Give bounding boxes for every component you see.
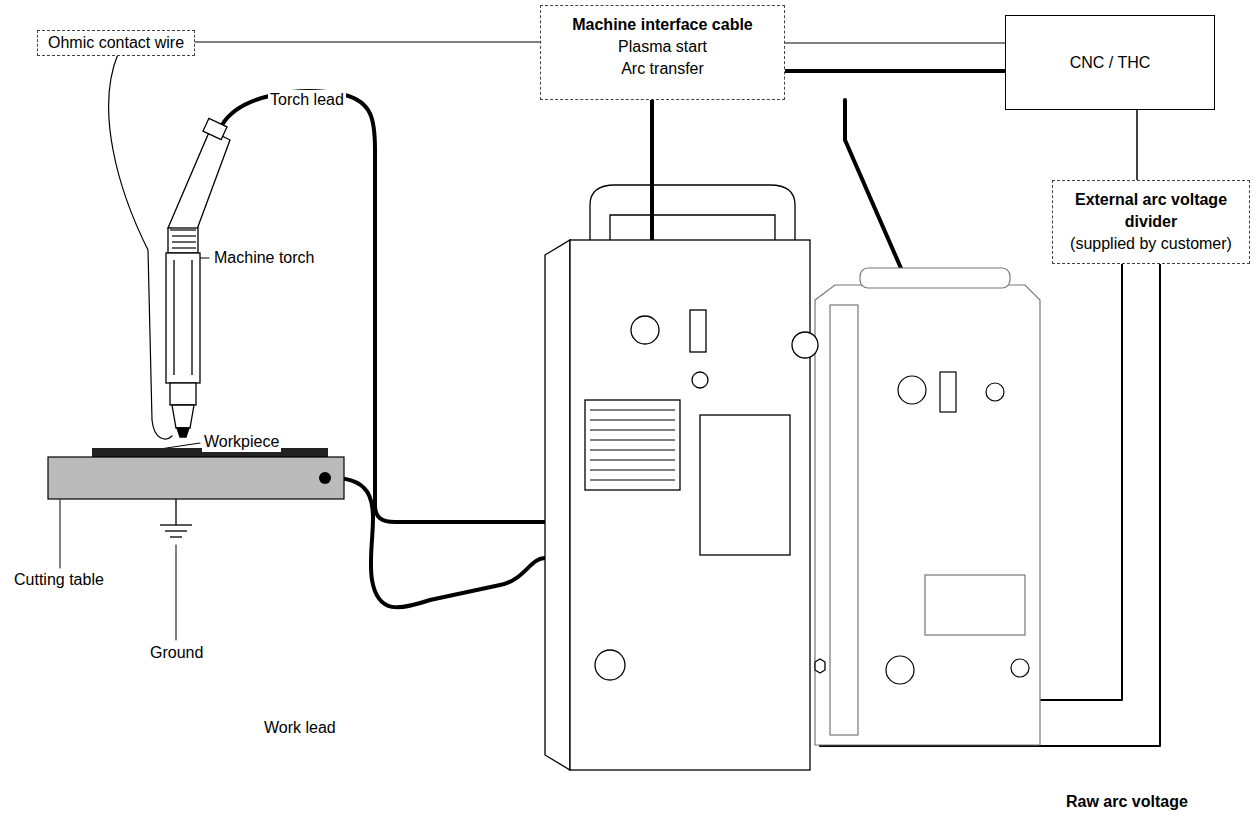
cable-connector [195, 42, 540, 43]
interface-cable-box: Machine interface cablePlasma startArc t… [540, 5, 785, 100]
box-text: (supplied by customer) [1061, 233, 1241, 255]
signal-label: Raw arc voltage [1064, 792, 1190, 812]
cable-label: Work lead [262, 718, 338, 738]
ohmic-wire-label-box: Ohmic contact wire [37, 30, 195, 56]
box-text: Arc transfer [549, 58, 776, 80]
part-label: Cutting table [12, 570, 106, 590]
part-label: Machine torch [212, 248, 317, 268]
box-title: Ohmic contact wire [48, 32, 184, 54]
controller-box: CNC / THC [1005, 15, 1215, 110]
part-label: Ground [148, 643, 205, 663]
box-title: CNC / THC [1070, 52, 1151, 74]
cable-connector [1137, 110, 1138, 180]
part-label: Workpiece [202, 432, 281, 452]
box-title: Machine interface cable [549, 14, 776, 36]
box-title: External arc voltage divider [1061, 189, 1241, 233]
cable-connector [785, 71, 1005, 72]
box-text: Plasma start [549, 36, 776, 58]
voltage-divider-box: External arc voltage divider(supplied by… [1052, 180, 1250, 264]
cable-label: Torch lead [268, 90, 346, 110]
